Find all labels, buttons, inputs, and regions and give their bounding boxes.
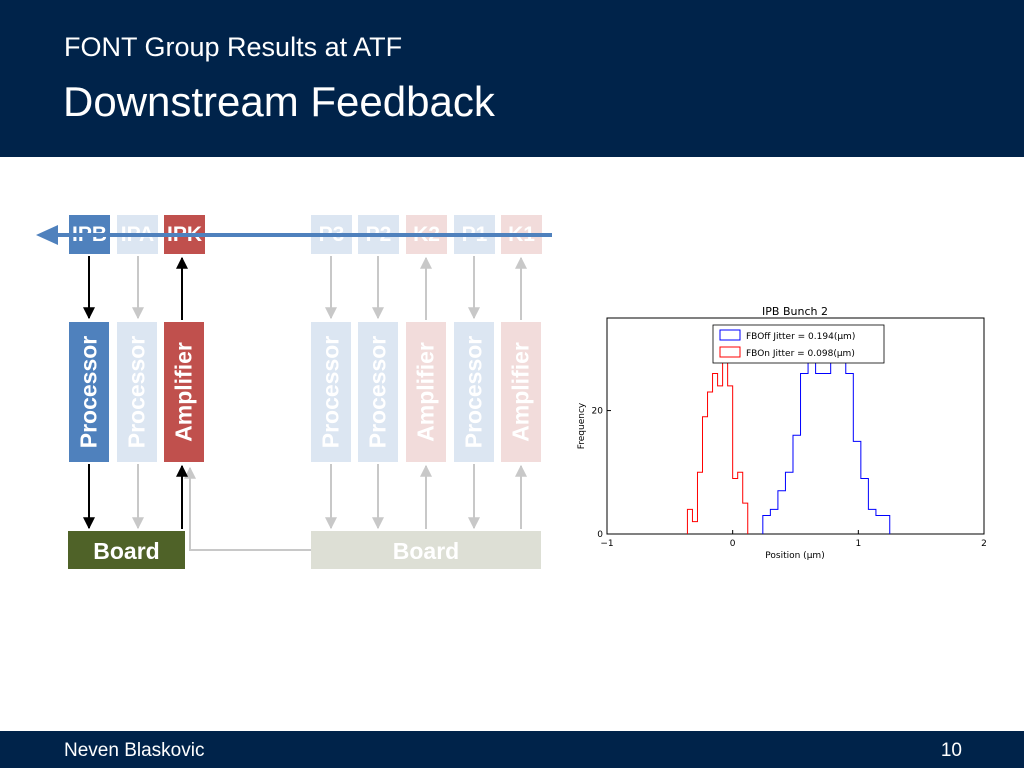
module-p2-processor: Processor [358,322,398,462]
y-axis-label: Frequency [577,402,587,449]
module-p1-processor: Processor [454,322,494,462]
module-k2-amplifier: Amplifier [406,322,446,462]
module-label: Amplifier [170,342,197,442]
slide-supertitle: FONT Group Results at ATF [64,32,403,62]
title-bar: FONT Group Results at ATF Downstream Fee… [0,0,1024,157]
legend-label-fboff: FBOff Jitter = 0.194(μm) [746,332,855,342]
module-label: Amplifier [412,342,439,442]
legend-swatch-fbon [719,346,741,358]
module-label: Amplifier [507,342,534,442]
legend: FBOff Jitter = 0.194(μm) FBOn Jitter = 0… [712,324,885,364]
x-axis-label: Position (μm) [765,551,824,561]
module-k1-amplifier: Amplifier [501,322,541,462]
tag-p1: P1 [454,215,495,254]
module-label: Processor [317,335,344,449]
module-label: Processor [460,335,487,449]
histogram-series-1 [686,360,749,534]
module-label: Processor [123,335,150,449]
x-tick-label: −1 [600,539,613,549]
x-tick-label: 0 [730,539,736,549]
module-p3-processor: Processor [311,322,351,462]
legend-box [712,324,885,364]
module-ipa-processor: Processor [117,322,157,462]
chart-title: IPB Bunch 2 [762,305,828,318]
tag-p3: P3 [311,215,352,254]
legend-label-fbon: FBOn Jitter = 0.098(μm) [746,349,855,359]
x-tick-label: 1 [855,539,861,549]
y-tick-label: 0 [597,530,603,540]
histogram-series [686,360,891,534]
module-ipk-amplifier: Amplifier [164,322,204,462]
tag-ipa: IPA [117,215,158,254]
legend-swatch-fboff [719,329,741,341]
module-label: Processor [364,335,391,449]
y-tick-label: 20 [592,407,604,417]
x-tick-label: 2 [981,539,987,549]
author-name: Neven Blaskovic [64,740,205,761]
board-faded: Board [311,531,541,569]
footer-bar: Neven Blaskovic 10 [0,731,1024,768]
tag-ipb: IPB [69,215,110,254]
slide-title: Downstream Feedback [63,78,495,125]
tag-ipk: IPK [164,215,205,254]
board-active: Board [68,531,185,569]
page-number: 10 [940,740,962,761]
tag-k2: K2 [406,215,447,254]
module-ipb-processor: Processor [69,322,109,462]
arrow-board-to-ipk-amp [184,466,311,551]
histogram-series-0 [762,360,891,534]
module-label: Processor [75,335,102,449]
tag-p2: P2 [358,215,399,254]
tag-k1: K1 [501,215,542,254]
